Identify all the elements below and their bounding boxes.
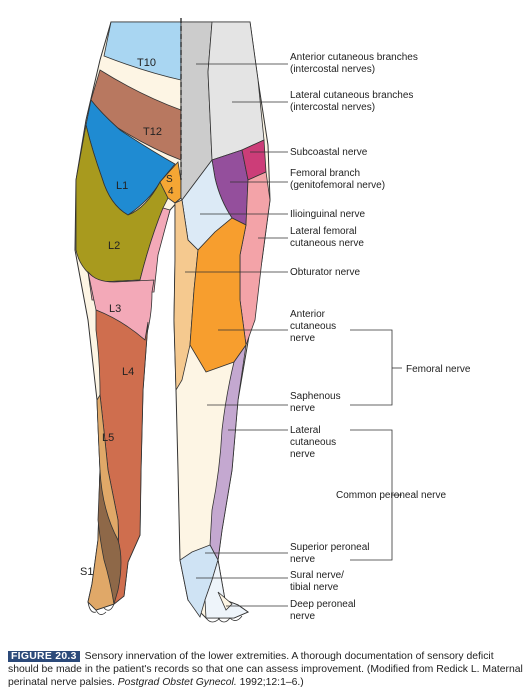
leader-lines [185,63,402,607]
dermatome-regions [74,21,185,611]
label-l4: L4 [122,366,134,378]
label-ilioinguinal-nerve: Ilioinguinal nerve [290,209,365,220]
region-deep-peroneal [217,591,233,611]
peripheral-nerve-regions [173,21,271,619]
label-anterior-cutaneous-branches: Anterior cutaneous branches (intercostal… [290,52,421,75]
caption-text: Sensory innervation of the lower extremi… [8,651,523,688]
region-femoral-anterior [189,217,247,373]
label-subcostal-nerve: Subcoastal nerve [290,147,368,158]
label-lateral-femoral-cutaneous: Lateral femoral cutaneous nerve [290,226,364,249]
label-l3: L3 [109,303,121,315]
caption-journal: Postgrad Obstet Gynecol. [117,677,237,688]
label-l1: L1 [116,180,128,192]
label-t10: T10 [137,57,156,69]
region-s1 [97,469,122,605]
label-l5: L5 [102,432,114,444]
label-anterior-cutaneous-nerve: Anterior cutaneous nerve [290,309,339,344]
dermatome-labels: T10 T12 L1 L2 L3 L4 L5 S1 S 4 [80,57,174,578]
region-lateral-calf [209,344,247,562]
figure-number: FIGURE 20.3 [8,651,80,662]
label-common-peroneal-group: Common peroneal nerve [336,490,446,501]
label-sural-tibial-nerve: Sural nerve/ tibial nerve [290,570,347,593]
label-s1: S1 [80,566,93,578]
label-superior-peroneal-nerve: Superior peroneal nerve [290,542,372,565]
toes [87,601,243,623]
label-lateral-cutaneous-branches: Lateral cutaneous branches (intercostal … [290,90,416,113]
label-deep-peroneal-nerve: Deep peroneal nerve [290,599,358,622]
label-femoral-nerve-group: Femoral nerve [406,364,471,375]
label-saphenous-nerve: Saphenous nerve [290,391,343,414]
label-s4: 4 [168,186,174,197]
nerve-labels: Anterior cutaneous branches (intercostal… [290,52,471,622]
caption-citation: 1992;12:1–6.) [239,677,304,688]
label-l2: L2 [108,240,120,252]
label-lateral-cutaneous-nerve: Lateral cutaneous nerve [290,425,339,460]
label-obturator-nerve: Obturator nerve [290,267,360,278]
region-foot-dorsum [204,559,249,619]
label-femoral-branch: Femoral branch (genitofemoral nerve) [290,168,385,191]
label-t12: T12 [143,126,162,138]
sensory-innervation-diagram: T10 T12 L1 L2 L3 L4 L5 S1 S 4 Anterior c… [74,18,471,623]
region-intercostal-lateral [207,21,265,161]
label-s3: S [166,174,173,185]
